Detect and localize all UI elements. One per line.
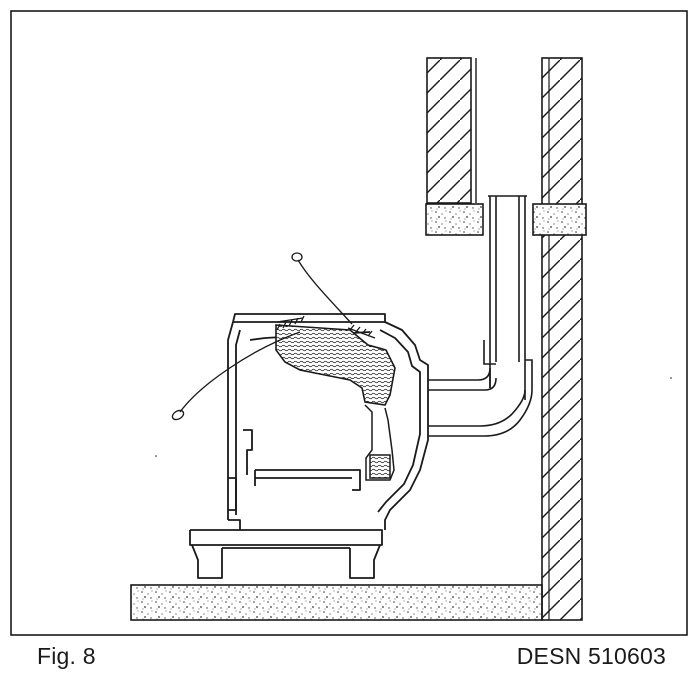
cleaning-brush bbox=[171, 315, 305, 421]
baffle-plate bbox=[275, 324, 396, 406]
drawing-reference: DESN 510603 bbox=[516, 643, 666, 669]
speck bbox=[155, 455, 157, 457]
lower-baffle bbox=[369, 454, 391, 479]
register-plate-left bbox=[425, 203, 484, 236]
speck bbox=[670, 377, 672, 379]
flue-pipe bbox=[428, 195, 533, 437]
register-plate-right bbox=[532, 203, 587, 236]
baffle-support bbox=[364, 404, 395, 481]
figure-frame bbox=[10, 10, 688, 636]
figure-label: Fig. 8 bbox=[37, 643, 96, 669]
chimney-breast bbox=[426, 57, 477, 204]
floor-hearth bbox=[130, 584, 543, 621]
rear-wall bbox=[541, 57, 583, 621]
sweep-rod bbox=[291, 252, 376, 339]
